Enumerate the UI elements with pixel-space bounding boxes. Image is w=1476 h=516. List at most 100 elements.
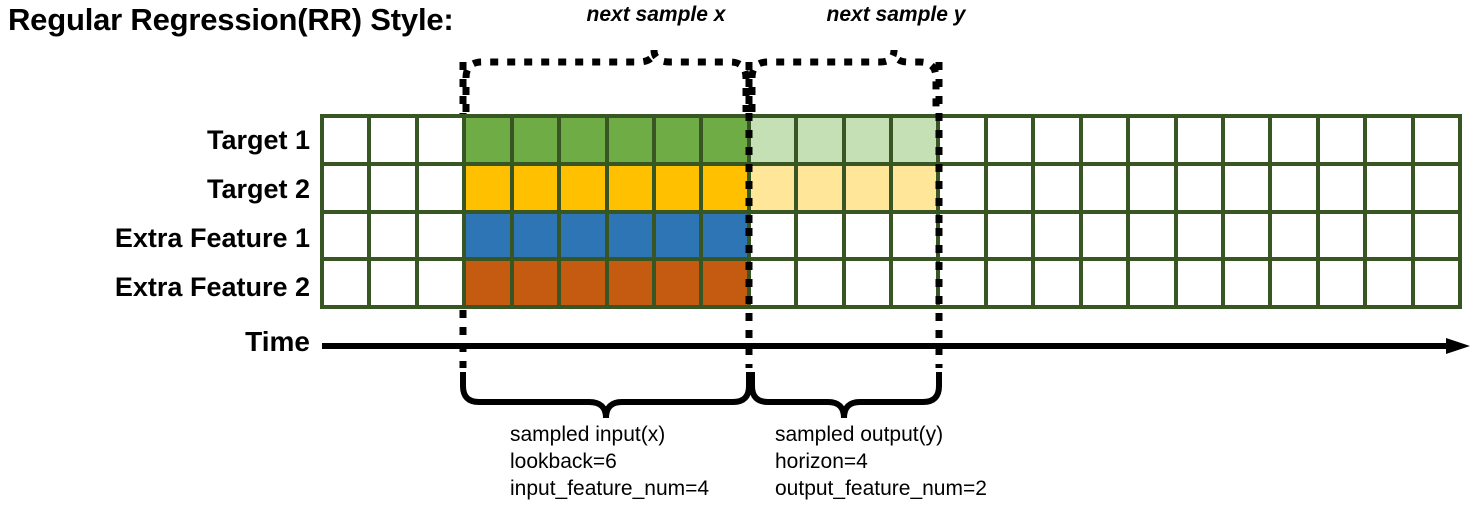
grid-row <box>324 118 1459 162</box>
grid-cell-empty <box>371 261 415 305</box>
grid-cell-input <box>608 118 652 162</box>
grid-cell-empty <box>1367 261 1411 305</box>
grid-cell-empty <box>987 213 1032 258</box>
grid-cell-input <box>466 118 510 162</box>
grid-cell-empty <box>845 261 890 305</box>
grid-cell-empty <box>1035 213 1079 258</box>
grid-cell-empty <box>371 118 415 162</box>
grid-cell-empty <box>418 213 463 258</box>
grid-cell-output <box>798 165 842 210</box>
grid-cell-input <box>513 118 558 162</box>
grid-cell-input <box>703 213 747 258</box>
grid-cell-empty <box>940 261 984 305</box>
caption-sampled-output: sampled output(y) horizon=4 output_featu… <box>775 422 987 503</box>
grid-cell-input <box>703 118 747 162</box>
grid-cell-input <box>655 165 700 210</box>
grid-row <box>324 165 1459 210</box>
grid-cell-empty <box>1035 118 1079 162</box>
grid-cell-empty <box>418 261 463 305</box>
grid-cell-empty <box>1225 118 1269 162</box>
grid-cell-empty <box>418 118 463 162</box>
grid-cell-output <box>893 118 937 162</box>
grid-cell-empty <box>324 165 368 210</box>
grid-cell-input <box>608 165 652 210</box>
grid-cell-empty <box>1367 165 1411 210</box>
grid-cell-empty <box>1082 165 1127 210</box>
caption-next-sample-y: next sample y <box>826 3 966 26</box>
grid-cell-input <box>655 213 700 258</box>
grid-cell-input <box>513 261 558 305</box>
grid-cell-empty <box>371 213 415 258</box>
caption-sampled-output-line2: horizon=4 <box>775 449 868 473</box>
grid-cell-empty <box>1272 213 1316 258</box>
grid-cell-empty <box>1130 261 1174 305</box>
grid-cell-empty <box>324 261 368 305</box>
row-label-extra-feature-1: Extra Feature 1 <box>114 223 310 253</box>
row-label-target-2: Target 2 <box>206 174 310 204</box>
grid-cell-empty <box>418 165 463 210</box>
time-axis-label: Time <box>245 326 310 357</box>
grid-cell-empty <box>1177 118 1222 162</box>
top-brace-next-sample-y <box>748 49 940 112</box>
grid-cell-empty <box>940 165 984 210</box>
grid-cell-input <box>655 261 700 305</box>
grid-cell-empty <box>1272 118 1316 162</box>
top-brace-next-sample-x <box>462 49 750 112</box>
grid-cell-empty <box>845 213 890 258</box>
caption-sampled-output-line1: sampled output(y) <box>775 423 944 446</box>
grid-cell-empty <box>1319 165 1364 210</box>
grid-cell-empty <box>1225 213 1269 258</box>
grid-cell-empty <box>893 261 937 305</box>
grid-cell-input <box>561 165 605 210</box>
grid-cell-input <box>608 261 652 305</box>
grid-cell-empty <box>371 165 415 210</box>
grid-cell-output <box>750 118 795 162</box>
grid-cell-empty <box>893 213 937 258</box>
grid-cell-empty <box>1177 165 1222 210</box>
grid-row <box>324 261 1459 305</box>
grid-cell-input <box>466 165 510 210</box>
time-axis-arrow <box>322 338 1470 354</box>
grid-cell-empty <box>1177 261 1222 305</box>
grid-cell-empty <box>1319 118 1364 162</box>
grid-cell-empty <box>1082 118 1127 162</box>
grid-cell-empty <box>1130 213 1174 258</box>
grid-cell-empty <box>324 118 368 162</box>
grid-cell-empty <box>1130 118 1174 162</box>
grid-cell-empty <box>1082 261 1127 305</box>
caption-next-sample-x: next sample x <box>586 3 726 26</box>
grid-cell-input <box>655 118 700 162</box>
caption-sampled-output-line3: output_feature_num=2 <box>775 476 987 500</box>
grid-cell-empty <box>1225 165 1269 210</box>
grid-cell-output <box>845 165 890 210</box>
grid-cell-output <box>893 165 937 210</box>
grid-cell-input <box>703 261 747 305</box>
grid-cell-empty <box>1082 213 1127 258</box>
grid-cell-empty <box>987 118 1032 162</box>
timeline-grid <box>320 114 1462 309</box>
grid-cell-input <box>513 165 558 210</box>
bottom-brace-sampled-input <box>460 372 752 419</box>
grid-cell-empty <box>1272 261 1316 305</box>
grid-cell-input <box>561 213 605 258</box>
grid-cell-empty <box>1414 165 1459 210</box>
grid-cell-empty <box>1414 118 1459 162</box>
grid-cell-empty <box>1225 261 1269 305</box>
grid-cell-empty <box>1272 165 1316 210</box>
grid-cell-output <box>750 165 795 210</box>
grid-cell-input <box>608 213 652 258</box>
grid-cell-empty <box>798 213 842 258</box>
caption-sampled-input-line3: input_feature_num=4 <box>510 476 710 500</box>
row-label-column: Target 1 Target 2 Extra Feature 1 Extra … <box>10 115 310 309</box>
grid-cell-input <box>466 213 510 258</box>
grid-cell-empty <box>1367 118 1411 162</box>
grid-cell-empty <box>1130 165 1174 210</box>
grid-cell-input <box>703 165 747 210</box>
grid-cell-empty <box>1319 213 1364 258</box>
grid-cell-empty <box>1367 213 1411 258</box>
caption-sampled-input-line2: lookback=6 <box>510 449 617 473</box>
grid-cell-empty <box>940 213 984 258</box>
grid-cell-output <box>845 118 890 162</box>
grid-cell-input <box>561 261 605 305</box>
